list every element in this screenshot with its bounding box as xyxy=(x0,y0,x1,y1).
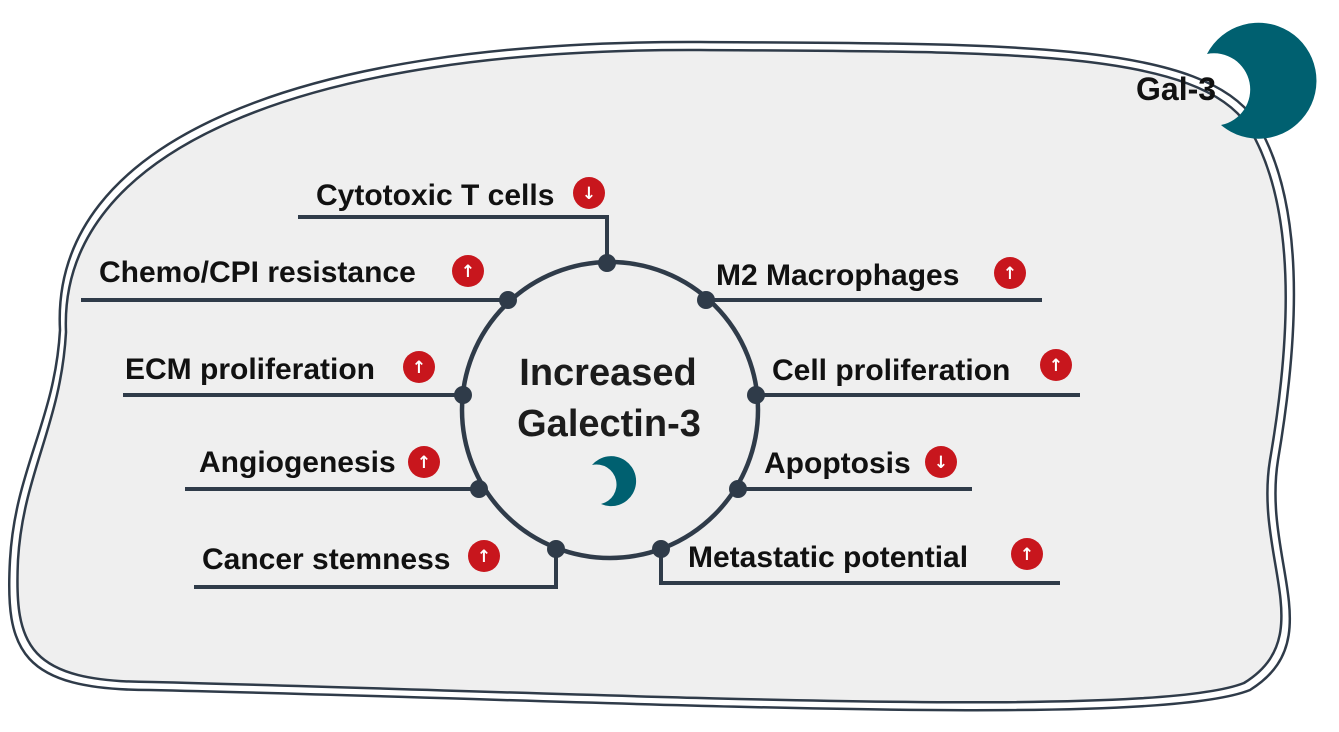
arrow-up-glyph: ↑ xyxy=(1049,356,1063,376)
connector-lines xyxy=(81,215,1080,589)
dot-chemo-cpi-resistance xyxy=(499,291,517,309)
arrow-up-icon xyxy=(468,540,500,572)
arrow-up-icon xyxy=(408,446,440,478)
dot-m2-macrophages xyxy=(697,291,715,309)
dot-apoptosis xyxy=(729,480,747,498)
central-circle: Increased Galectin-3 xyxy=(459,259,761,561)
center-title-line2: Galectin-3 xyxy=(517,403,701,445)
galectin-3-crescent-icon xyxy=(1207,22,1317,139)
dot-angiogenesis xyxy=(470,480,488,498)
effect-label: Chemo/CPI resistance xyxy=(99,256,416,289)
dot-metastatic-potential xyxy=(652,540,670,558)
arrow-up-glyph: ↑ xyxy=(1020,545,1034,565)
effect-angiogenesis: Angiogenesis ↑ xyxy=(199,446,440,479)
galectin-3-crescent-icon xyxy=(592,456,637,507)
effect-label: Cancer stemness xyxy=(202,543,450,576)
effect-apoptosis: Apoptosis ↓ xyxy=(764,446,957,480)
effect-metastatic-potential: Metastatic potential ↑ xyxy=(688,538,1043,574)
arrow-up-glyph: ↑ xyxy=(461,262,475,282)
arrow-up-icon xyxy=(452,255,484,287)
effect-label: M2 Macrophages xyxy=(716,259,959,292)
effect-label: Angiogenesis xyxy=(199,446,396,479)
cell-outer-outline xyxy=(7,40,1296,712)
effect-label: Metastatic potential xyxy=(688,541,968,574)
arrow-down-glyph: ↓ xyxy=(934,453,948,473)
arrow-down-icon xyxy=(925,446,957,478)
dot-cytotoxic-t-cells xyxy=(598,254,616,272)
arrow-down-icon xyxy=(573,177,605,209)
dot-cancer-stemness xyxy=(547,540,565,558)
arrow-up-glyph: ↑ xyxy=(477,547,491,567)
effect-label: Apoptosis xyxy=(764,447,911,480)
arrow-up-glyph: ↑ xyxy=(1003,264,1017,284)
arrow-up-icon xyxy=(994,257,1026,289)
effect-label: Cytotoxic T cells xyxy=(316,179,554,212)
effect-cancer-stemness: Cancer stemness ↑ xyxy=(202,540,500,576)
arrow-up-icon xyxy=(1011,538,1043,570)
connector-cancer-stemness xyxy=(194,547,558,589)
connector-metastatic-potential xyxy=(659,547,1060,585)
effect-label: Cell proliferation xyxy=(772,354,1010,387)
arrow-up-icon xyxy=(1040,349,1072,381)
center-title-line1: Increased xyxy=(519,352,696,394)
effect-cytotoxic-t-cells: Cytotoxic T cells ↓ xyxy=(316,177,605,212)
dot-ecm-proliferation xyxy=(454,386,472,404)
connector-cytotoxic-t-cells xyxy=(298,215,609,264)
dot-cell-proliferation xyxy=(747,386,765,404)
legend: Gal-3 xyxy=(1136,22,1317,139)
arrow-up-glyph: ↑ xyxy=(417,453,431,473)
arrow-up-icon xyxy=(403,351,435,383)
arrow-down-glyph: ↓ xyxy=(582,184,596,204)
arrow-up-glyph: ↑ xyxy=(412,358,426,378)
junction-dots xyxy=(454,254,765,558)
effect-label: ECM proliferation xyxy=(125,353,375,386)
legend-label: Gal-3 xyxy=(1136,71,1216,107)
effect-chemo-cpi-resistance: Chemo/CPI resistance ↑ xyxy=(99,255,484,289)
effect-m2-macrophages: M2 Macrophages ↑ xyxy=(716,257,1026,292)
effect-ecm-proliferation: ECM proliferation ↑ xyxy=(125,351,435,386)
effect-cell-proliferation: Cell proliferation ↑ xyxy=(772,349,1072,387)
